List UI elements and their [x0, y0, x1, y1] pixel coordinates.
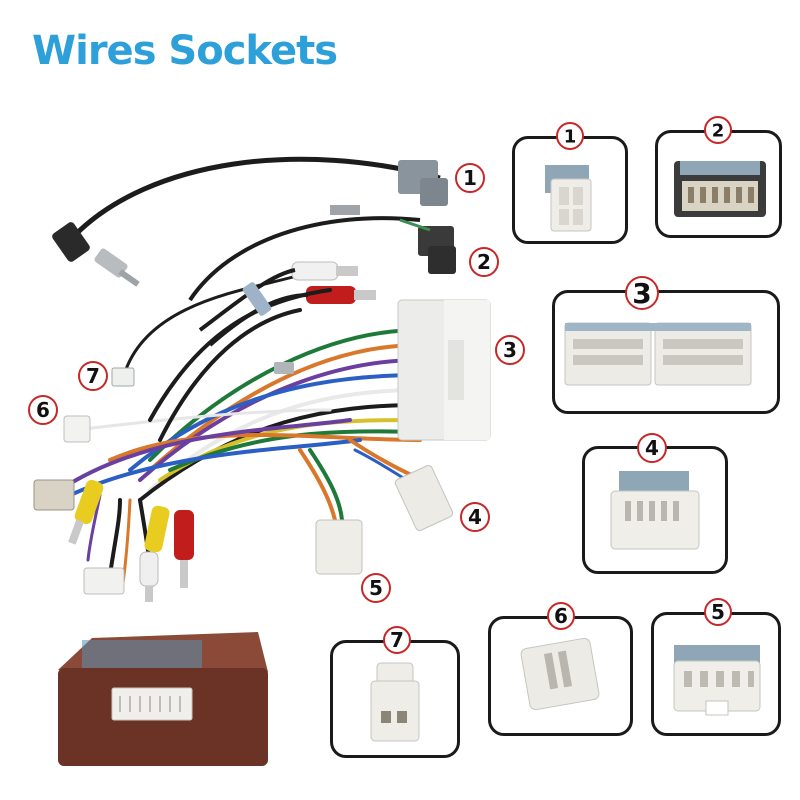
- rca-yellow-2: [144, 505, 170, 553]
- connector-2-dark: [399, 218, 456, 274]
- connector-bottom-white: [83, 567, 125, 595]
- callout-badge-3-label: 3: [503, 338, 517, 362]
- can-bus-module: [58, 632, 268, 766]
- panel-connector-7: [330, 640, 460, 758]
- callout-badge-4-label: 4: [468, 505, 482, 529]
- connector-3-closeup: [564, 322, 752, 386]
- callout-badge-7-label: 7: [86, 364, 100, 388]
- connector-1-gray: [398, 160, 448, 206]
- connector-2-closeup: [674, 161, 766, 217]
- connector-1-closeup: [545, 165, 592, 232]
- rca-red-top: [306, 286, 376, 304]
- callout-badge-1-label: 1: [463, 166, 477, 190]
- page-title: Wires Sockets: [32, 28, 338, 74]
- callout-badge-5-label: 5: [369, 576, 383, 600]
- callout-badge-5: 5: [361, 573, 391, 603]
- connector-6-closeup: [520, 637, 600, 711]
- wire-bundle: [58, 288, 422, 592]
- panel-connector-6: [488, 616, 633, 736]
- callout-badge-3: 3: [495, 335, 525, 365]
- panel-connector-3: [552, 290, 780, 414]
- connector-7-closeup: [370, 662, 420, 742]
- callout-badge-4: 4: [460, 502, 490, 532]
- connector-4-closeup: [610, 471, 700, 550]
- callout-badge-1: 1: [455, 163, 485, 193]
- connector-6-white: [63, 415, 91, 443]
- panel-connector-4: [582, 446, 728, 574]
- panel-connector-2: [655, 130, 782, 238]
- connector-5-white: [315, 519, 363, 575]
- connector-left-beige: [33, 479, 75, 511]
- callout-badge-7: 7: [78, 361, 108, 391]
- rca-white-bottom: [139, 551, 159, 602]
- connector-3-white: [397, 299, 491, 441]
- rca-yellow: [68, 479, 104, 545]
- connector-5-closeup: [673, 645, 761, 716]
- antenna-cable: [73, 156, 441, 237]
- callout-badge-2: 2: [469, 247, 499, 277]
- callout-badge-2-label: 2: [477, 250, 491, 274]
- rca-red-bottom: [174, 510, 194, 588]
- antenna-plug: [52, 222, 140, 287]
- panel-connector-1: [512, 136, 628, 244]
- callout-badge-6-label: 6: [36, 398, 50, 422]
- callout-badge-6: 6: [28, 395, 58, 425]
- rca-white-top: [291, 261, 358, 281]
- connector-4-white: [394, 464, 454, 532]
- panel-connector-5: [651, 612, 781, 736]
